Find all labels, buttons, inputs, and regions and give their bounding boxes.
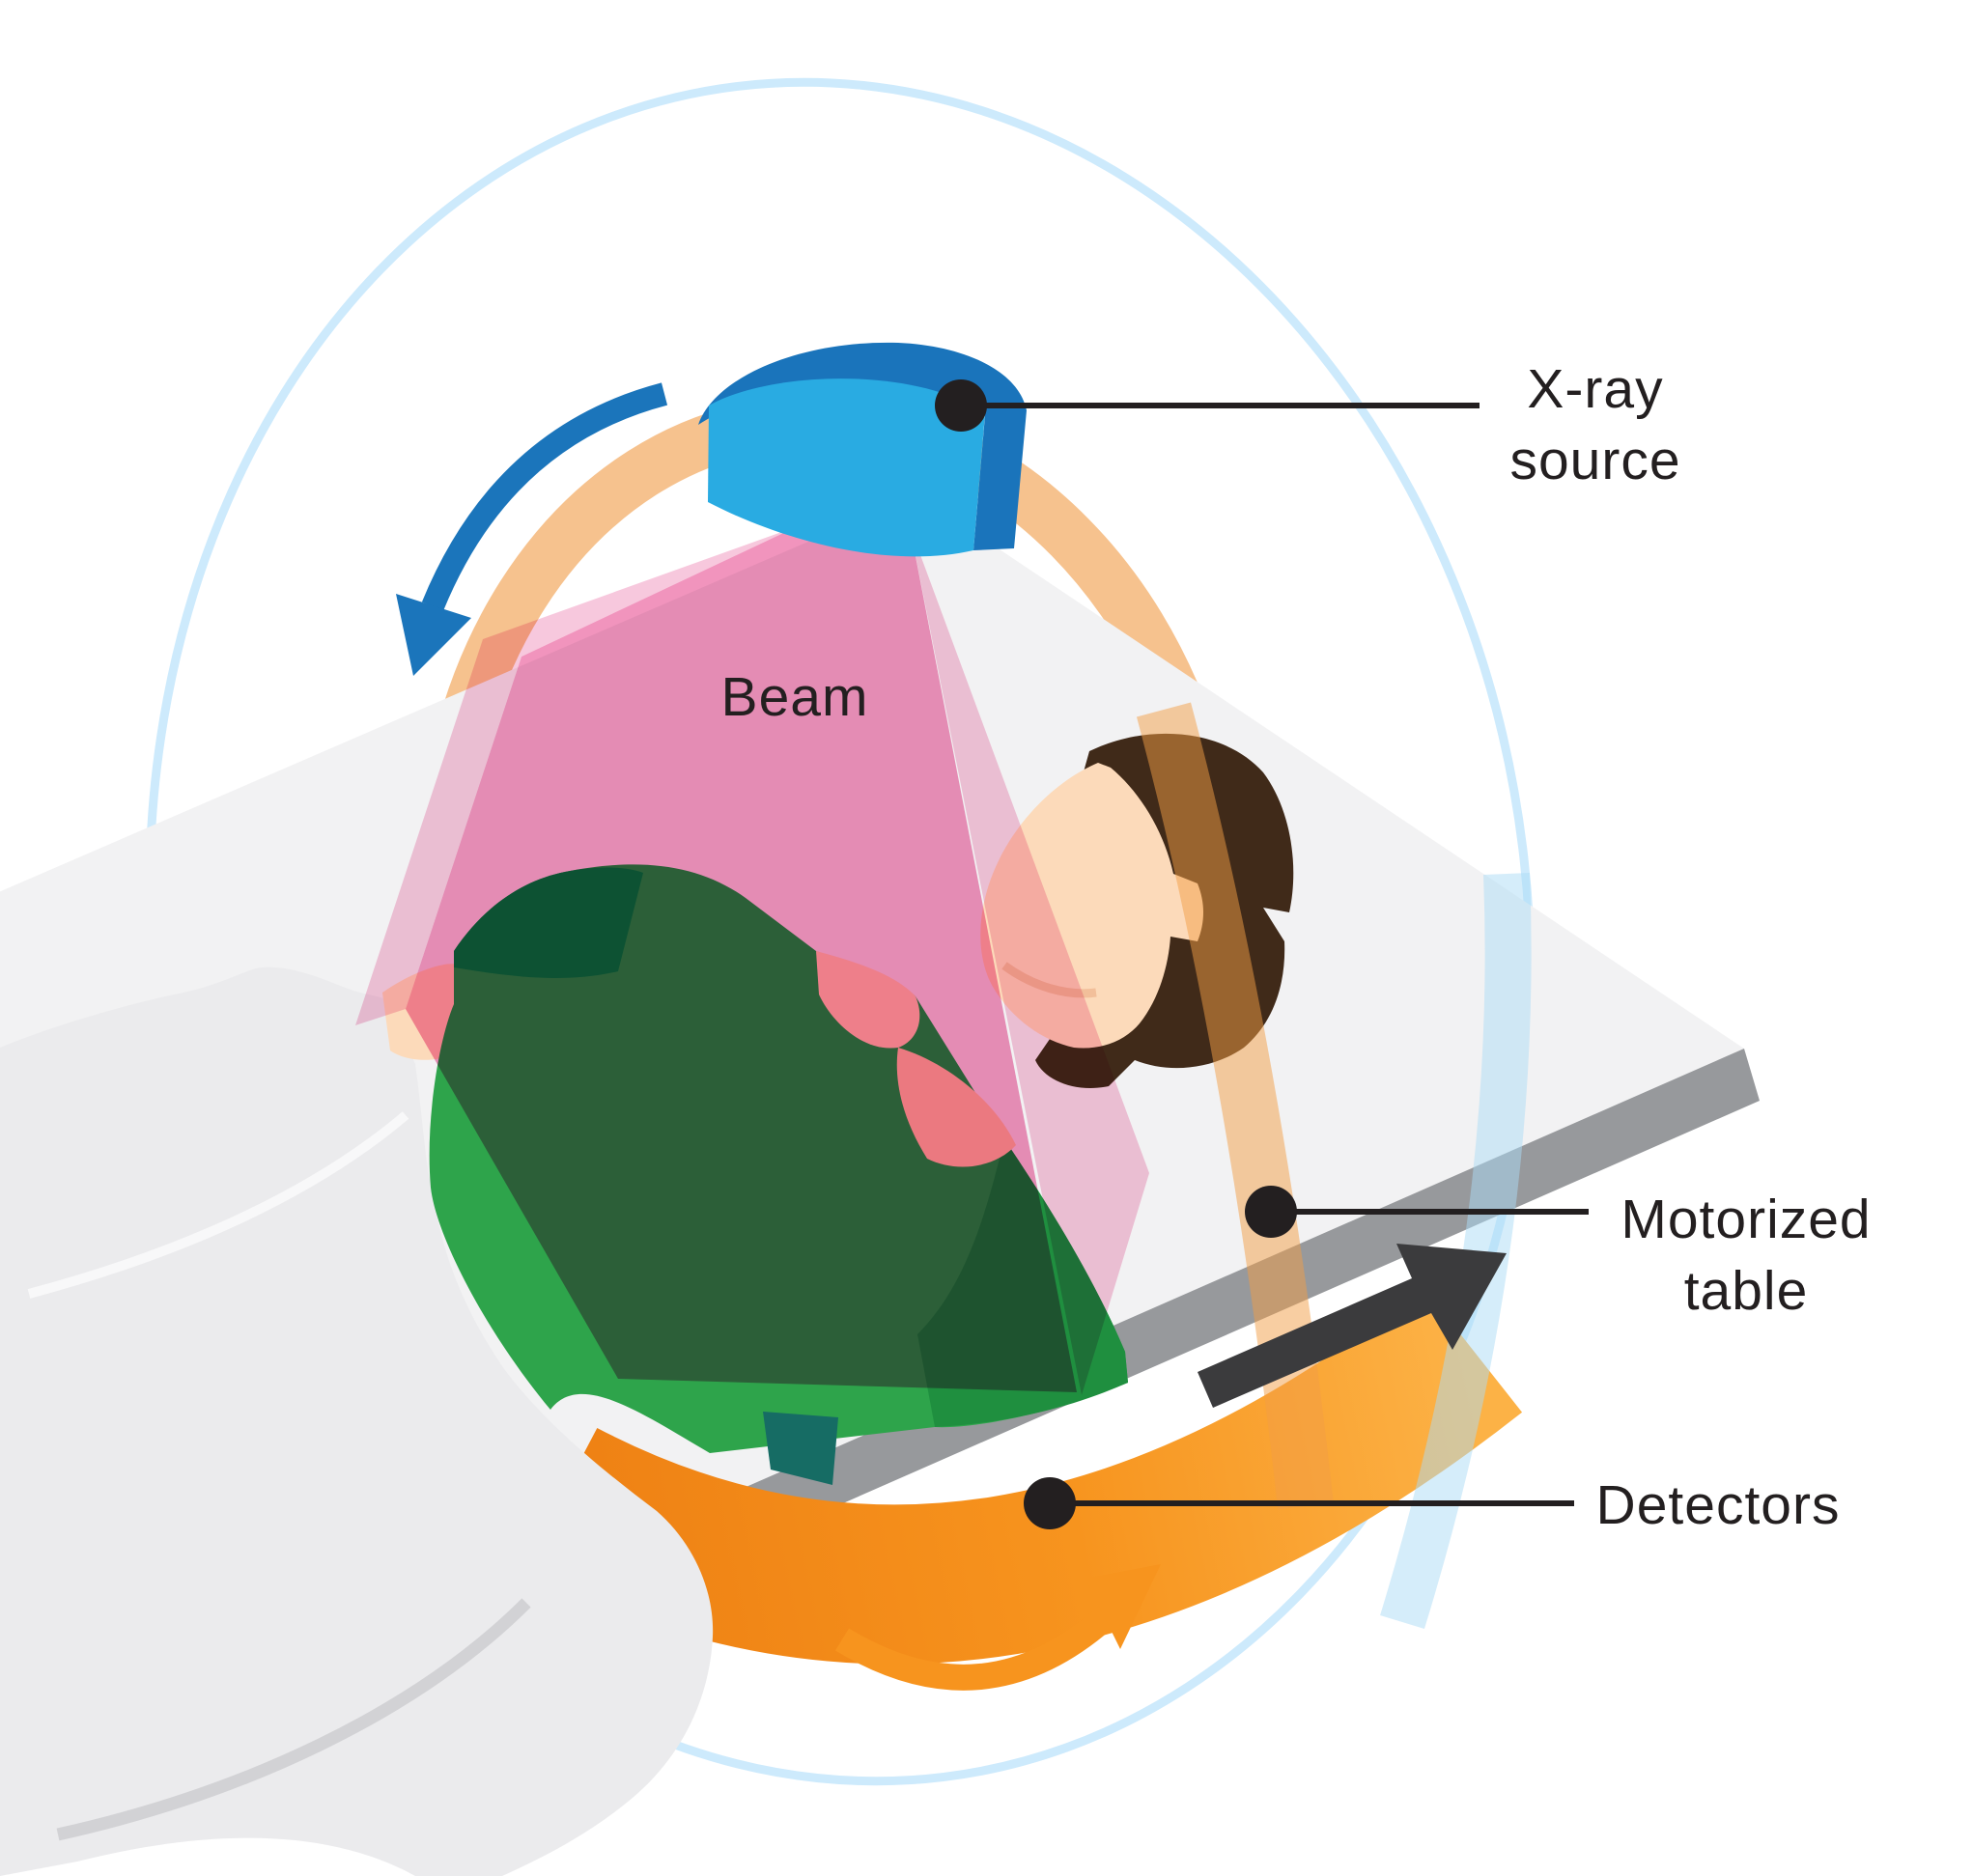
label-xray-source: X-ray source: [1509, 353, 1680, 496]
leader-lines: [935, 379, 1589, 1529]
label-motorized-table-line2: table: [1683, 1260, 1809, 1322]
outer-ellipse-front-segment: [1380, 873, 1532, 1630]
beam-left-flap: [355, 526, 798, 1025]
label-detectors: Detectors: [1595, 1474, 1841, 1536]
detector-rotation-arrow-icon: [834, 1564, 1161, 1691]
label-xray-source-line2: source: [1509, 430, 1681, 491]
label-motorized-table-line1: Motorized: [1621, 1189, 1872, 1250]
gantry-ring-front-segment: [1136, 702, 1334, 1510]
label-beam: Beam: [720, 666, 869, 728]
shirt-teal-fold: [763, 1412, 838, 1485]
blanket: [0, 966, 714, 1876]
xray-source-housing-front: [708, 378, 985, 557]
source-rotation-arrow-icon: [396, 382, 668, 676]
beam-right-flap: [910, 526, 1149, 1395]
leader-dot-detectors: [1024, 1477, 1076, 1529]
label-xray-source-line1: X-ray: [1527, 358, 1664, 420]
leader-dot-motorized-table: [1245, 1186, 1297, 1238]
label-motorized-table: Motorized table: [1621, 1184, 1871, 1327]
table-motion-arrow-icon: [1198, 1244, 1507, 1408]
xray-source: [698, 342, 1027, 557]
xray-beam: [355, 526, 1149, 1395]
beam-main: [406, 526, 1077, 1392]
leader-dot-xray-source: [935, 379, 987, 432]
motorized-table-edge: [526, 1049, 1760, 1636]
